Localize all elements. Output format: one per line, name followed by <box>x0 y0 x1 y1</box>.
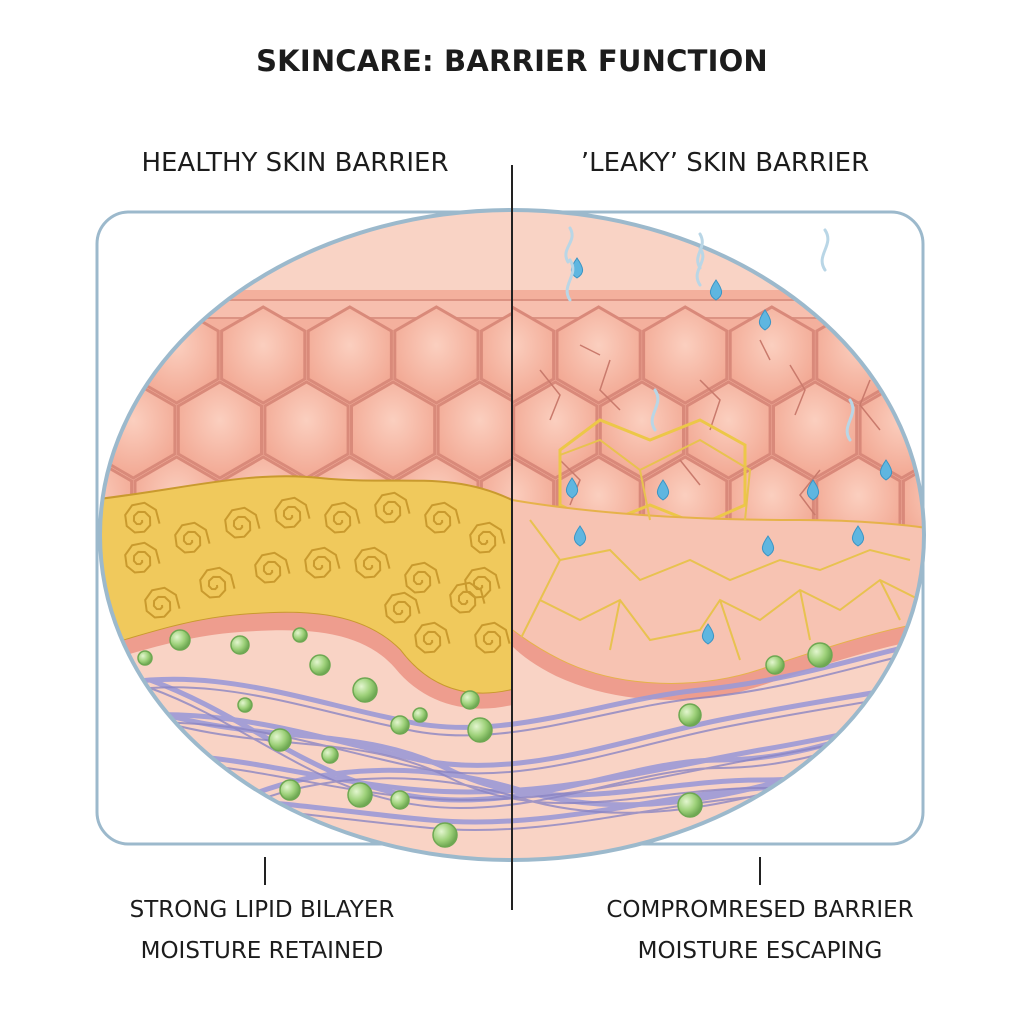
moisture-sphere <box>237 697 253 713</box>
skin-cell <box>350 380 437 480</box>
water-drop <box>701 623 715 645</box>
skin-cell <box>512 380 599 480</box>
skin-cell <box>642 305 729 405</box>
healthy-caption-line-2: MOISTURE RETAINED <box>140 938 384 964</box>
moisture-sphere <box>412 707 428 723</box>
moisture-spheres <box>137 627 833 848</box>
moisture-sphere <box>352 677 378 703</box>
escaping-water-drops <box>565 257 893 645</box>
skin-cell <box>436 380 512 480</box>
skin-cell <box>176 380 263 480</box>
moisture-sphere <box>432 822 458 848</box>
skin-cell <box>685 380 772 480</box>
moisture-sphere <box>279 779 301 801</box>
moisture-sphere <box>137 650 153 666</box>
moisture-sphere <box>268 728 292 752</box>
moisture-sphere <box>390 715 410 735</box>
skin-cell <box>772 380 859 480</box>
moisture-sphere <box>467 717 493 743</box>
moisture-sphere <box>309 654 331 676</box>
moisture-sphere <box>460 690 480 710</box>
water-drop <box>806 479 820 501</box>
skin-cell <box>220 305 307 405</box>
skin-cell <box>728 305 815 405</box>
skin-cell <box>5 382 88 478</box>
leaky-caption-line-1: COMPROMRESED BARRIER <box>606 897 914 923</box>
skin-cell <box>512 305 556 405</box>
moisture-sphere <box>321 746 339 764</box>
moisture-sphere <box>292 627 308 643</box>
water-drop <box>565 477 579 499</box>
leaky-caption-line-2: MOISTURE ESCAPING <box>637 938 883 964</box>
skin-cell <box>306 305 393 405</box>
leaky-barrier-heading: ’LEAKY’ SKIN BARRIER <box>580 148 870 178</box>
water-drop <box>573 525 587 547</box>
skin-cell <box>100 305 134 405</box>
moisture-sphere <box>677 792 703 818</box>
moisture-sphere <box>678 703 702 727</box>
moisture-sphere <box>230 635 250 655</box>
moisture-sphere <box>765 655 785 675</box>
skin-cell <box>947 382 1024 478</box>
skin-cell <box>901 455 924 555</box>
diagram-title: SKINCARE: BARRIER FUNCTION <box>256 44 768 78</box>
skin-cell <box>901 305 924 405</box>
moisture-sphere <box>390 790 410 810</box>
water-drop <box>851 525 865 547</box>
water-drop <box>758 309 772 331</box>
barrier-cracks <box>519 438 921 661</box>
skin-cell <box>0 307 45 403</box>
water-drop <box>656 479 670 501</box>
moisture-sphere <box>169 629 191 651</box>
moisture-sphere <box>807 642 833 668</box>
skin-cell <box>393 305 480 405</box>
healthy-barrier-heading: HEALTHY SKIN BARRIER <box>141 148 449 178</box>
water-drop <box>879 459 893 481</box>
skin-cell <box>479 305 512 405</box>
skin-cell <box>0 457 45 553</box>
lipid-swirls <box>124 491 511 654</box>
water-drop <box>709 279 723 301</box>
healthy-caption-line-1: STRONG LIPID BILAYER <box>129 897 395 923</box>
moisture-sphere <box>347 782 373 808</box>
water-drop <box>761 535 775 557</box>
